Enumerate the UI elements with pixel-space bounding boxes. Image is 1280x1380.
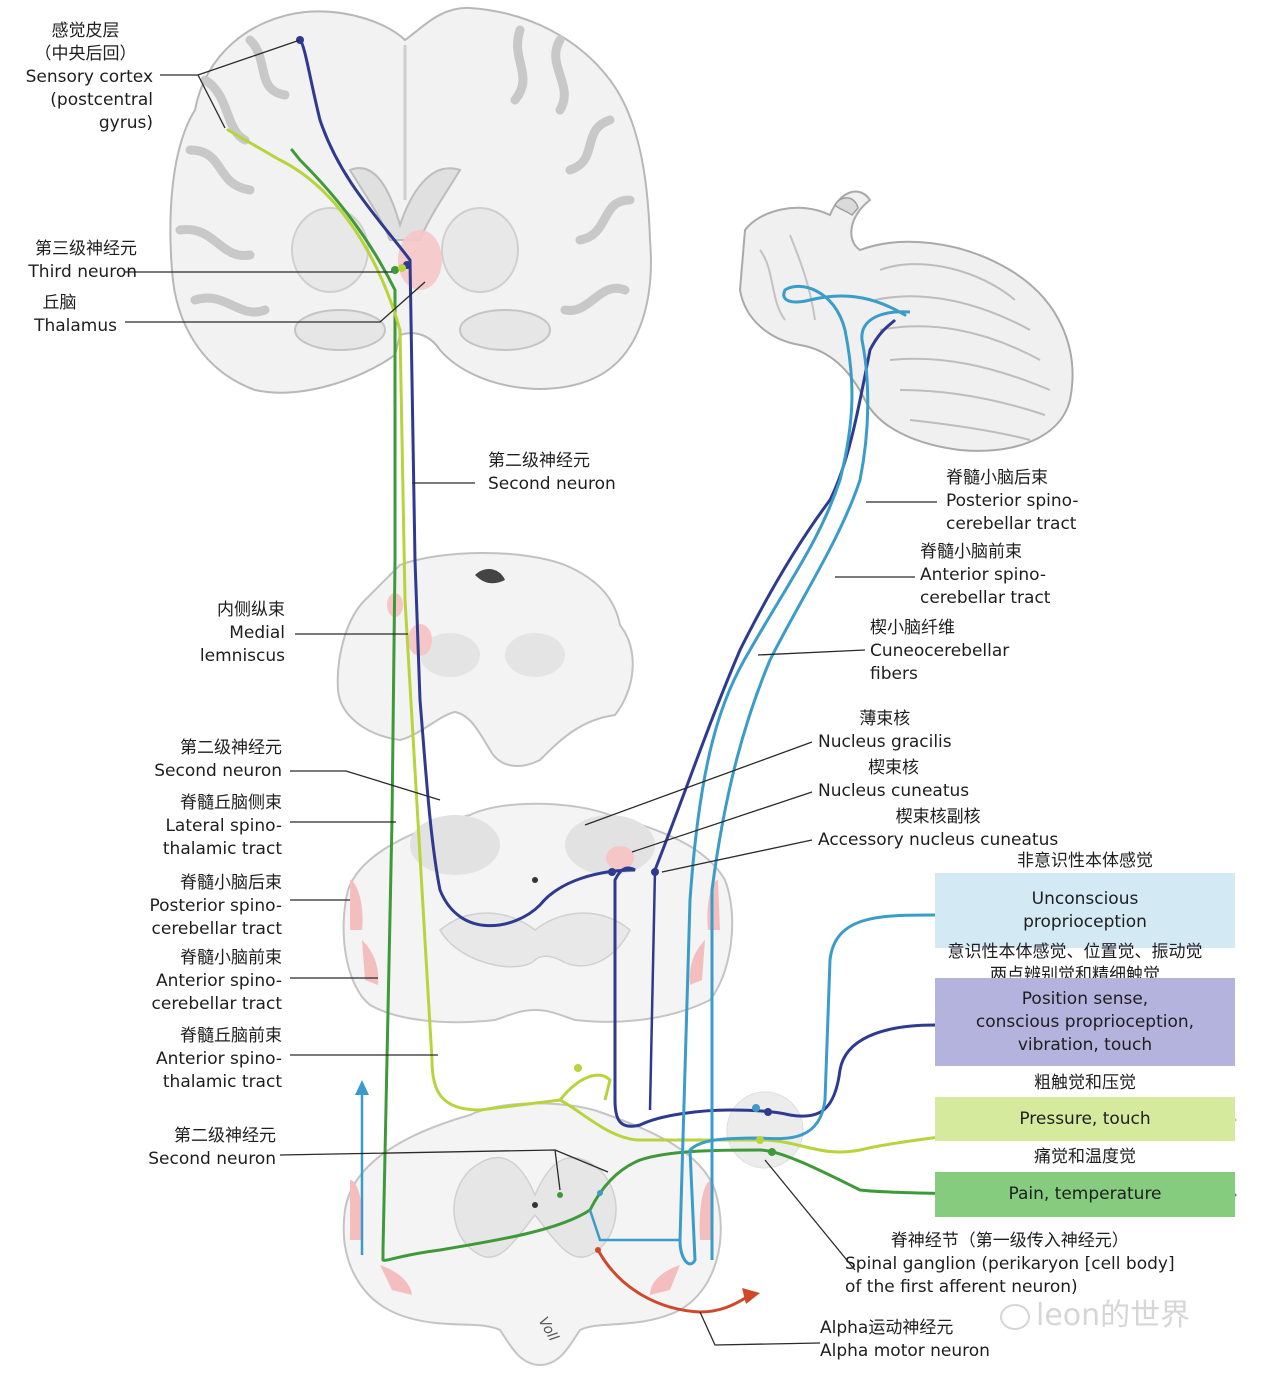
box-pain-temperature: Pain, temperature — [935, 1172, 1235, 1217]
brain-coronal-section — [169, 6, 652, 394]
conscious-proprioception-pathway — [298, 38, 937, 1128]
label-second-neuron-bottom: 第二级神经元 Second neuron — [148, 1126, 276, 1169]
label-anterior-spinocerebellar-right: 脊髓小脑前束 Anterior spino- cerebellar tract — [920, 542, 1051, 608]
label-accessory-nucleus-cuneatus: 楔束核副核 Accessory nucleus cuneatus — [818, 807, 1059, 850]
label-nucleus-cuneatus: 楔束核 Nucleus cuneatus — [818, 758, 970, 801]
watermark: leon的世界 — [1000, 1290, 1190, 1334]
label-posterior-spinocerebellar-right: 脊髓小脑后束 Posterior spino- cerebellar tract — [946, 468, 1079, 534]
pain-temperature-pathway — [290, 148, 1237, 1262]
cerebellum-section — [738, 190, 1074, 452]
label-anterior-spinothalamic: 脊髓丘脑前束 Anterior spino- thalamic tract — [155, 1026, 282, 1092]
leader-lines — [125, 39, 937, 1346]
heading-pressure-touch: 粗触觉和压觉 — [1034, 1073, 1136, 1093]
heading-unconscious-proprioception: 非意识性本体感觉 — [1017, 851, 1153, 871]
label-third-neuron: 第三级神经元 Third neuron — [28, 239, 137, 282]
box-pressure-touch: Pressure, touch — [935, 1097, 1235, 1141]
alpha-motor-pathway — [596, 1249, 751, 1314]
lumbar-spinal-cord-section — [342, 1091, 804, 1367]
label-alpha-motor-neuron: Alpha运动神经元 Alpha motor neuron — [820, 1318, 990, 1361]
label-spinal-ganglion: 脊神经节（第一级传入神经元） Spinal ganglion (perikary… — [845, 1231, 1175, 1297]
cervical-spinal-cord-section — [342, 802, 734, 1024]
label-cuneocerebellar: 楔小脑纤维 Cuneocerebellar fibers — [870, 618, 1010, 684]
watermark-icon — [1000, 1303, 1030, 1330]
heading-pain-temperature: 痛觉和温度觉 — [1034, 1147, 1136, 1167]
label-thalamus: 丘脑 Thalamus — [34, 293, 117, 336]
label-lateral-spinothalamic: 脊髓丘脑侧束 Lateral spino- thalamic tract — [162, 793, 282, 859]
box-conscious-proprioception: Position sense,conscious proprioception,… — [935, 978, 1235, 1066]
label-posterior-spinocerebellar-left: 脊髓小脑后束 Posterior spino- cerebellar tract — [149, 873, 282, 939]
label-medial-lemniscus: 内侧纵束 Medial lemniscus — [199, 600, 285, 666]
medulla-section — [336, 552, 634, 767]
unconscious-proprioception-pathway — [678, 284, 937, 1266]
label-anterior-spinocerebellar-left: 脊髓小脑前束 Anterior spino- cerebellar tract — [151, 948, 282, 1014]
pressure-touch-pathway — [226, 128, 1237, 1154]
label-sensory-cortex: 感觉皮层 （中央后回） Sensory cortex (postcentral … — [25, 21, 153, 133]
label-second-neuron-top: 第二级神经元 Second neuron — [488, 451, 616, 494]
label-nucleus-gracilis: 薄束核 Nucleus gracilis — [818, 709, 952, 752]
label-second-neuron-mid: 第二级神经元 Second neuron — [154, 738, 282, 781]
